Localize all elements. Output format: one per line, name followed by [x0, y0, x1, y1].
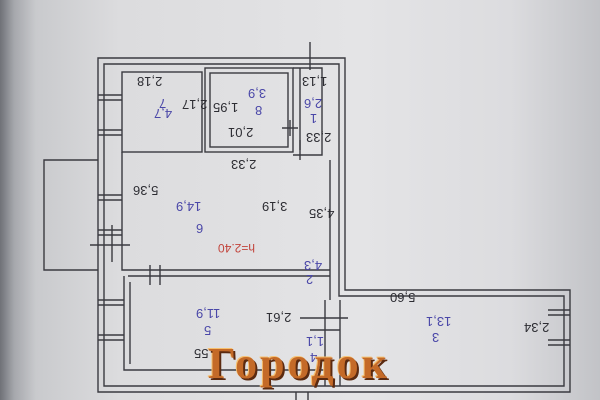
room5-number: 5 [204, 323, 212, 338]
main-dim-w: 5,36 [133, 183, 159, 198]
hall-dim: 4,35 [309, 206, 335, 221]
bath-dim-w: 1,13 [302, 74, 328, 89]
ceiling-height: h=2.40 [218, 241, 256, 255]
room3-area: 13,1 [426, 314, 452, 329]
room8-dim-h: 1,95 [213, 100, 239, 115]
room3-dim-h: 2,34 [524, 320, 550, 335]
room5-dim-w: 2,61 [266, 310, 292, 325]
paper-edge [0, 0, 14, 400]
bath-area: 2,6 [304, 96, 323, 111]
watermark-logo: Городок [208, 339, 390, 388]
bath-dim-h: 2,33 [306, 130, 332, 145]
main-number: 6 [196, 221, 204, 236]
room3-dim-w: 5,60 [390, 290, 416, 305]
room8-number: 8 [255, 103, 263, 118]
main-area: 14,9 [176, 199, 202, 214]
room8-area: 3,9 [248, 86, 267, 101]
room5-dim-h: 55 [194, 346, 209, 361]
main-dim-extra: 2,33 [231, 157, 257, 172]
main-dim-h: 3,19 [262, 199, 288, 214]
room7-dim-h: 2,17 [182, 97, 208, 112]
hall-number: 2 [306, 272, 314, 287]
room5-area: 11,9 [196, 306, 221, 321]
bath-number: 1 [310, 111, 318, 126]
room8-dim-w: 2,01 [228, 125, 254, 140]
hall-area: 4,3 [304, 258, 323, 273]
room7-number: 7 [159, 96, 167, 111]
room7-dim-w: 2,18 [137, 74, 163, 89]
room3-number: 3 [432, 330, 440, 345]
